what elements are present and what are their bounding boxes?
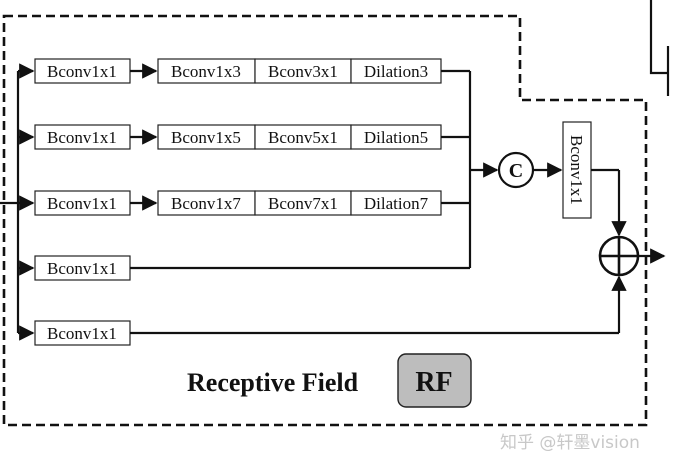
concat-label: C (509, 160, 523, 182)
fuse-bconv1x1 (562, 121, 592, 219)
branch-5-bconv1x1-label: Bconv1x1 (47, 324, 117, 343)
branch-1-dilation-label: Dilation3 (364, 62, 428, 81)
branch-2-bconv1x1 (34, 124, 131, 150)
branch-1-conv-a (157, 58, 256, 84)
branch-3-dilation-label: Dilation7 (364, 194, 429, 213)
branch-2-conv-b-label: Bconv5x1 (268, 128, 338, 147)
branch-2-conv-b (254, 124, 352, 150)
branch-5-bconv1x1 (34, 320, 131, 346)
module-badge (397, 353, 472, 408)
branch-2-conv-a-label: Bconv1x5 (171, 128, 241, 147)
branch-3-bconv1x1-label: Bconv1x1 (47, 194, 117, 213)
branch-3-conv-b (254, 190, 352, 216)
branch-3: Bconv1x1 Bconv1x7 Bconv7x1 Dilation7 (34, 190, 470, 216)
branch-2-conv-a (157, 124, 256, 150)
branch-5-shortcut: Bconv1x1 (34, 275, 627, 346)
branch-1-bconv1x1 (34, 58, 131, 84)
branch-1-conv-a-label: Bconv1x3 (171, 62, 241, 81)
module-badge-label: RF (415, 367, 452, 398)
branch-1-dilation (350, 58, 442, 84)
branch-2-dilation-label: Dilation5 (364, 128, 428, 147)
branch-3-bconv1x1 (34, 190, 131, 216)
watermark: 知乎 @轩墨vision (500, 433, 640, 453)
branch-2: Bconv1x1 Bconv1x5 Bconv5x1 Dilation5 (34, 124, 470, 150)
branch-2-bconv1x1-label: Bconv1x1 (47, 128, 117, 147)
branch-3-conv-b-label: Bconv7x1 (268, 194, 338, 213)
fuse-bconv1x1-label: Bconv1x1 (567, 135, 586, 205)
branch-4-bconv1x1-label: Bconv1x1 (47, 259, 117, 278)
branch-4-bconv1x1 (34, 255, 131, 281)
external-connector (649, 0, 668, 75)
branch-1-conv-b (254, 58, 352, 84)
add-node-plus (600, 237, 638, 275)
branch-3-conv-a (157, 190, 256, 216)
branch-1: Bconv1x1 Bconv1x3 Bconv3x1 Dilation3 (34, 58, 470, 84)
branch-4: Bconv1x1 (34, 255, 470, 281)
module-title: Receptive Field (187, 368, 359, 397)
branch-1-conv-b-label: Bconv3x1 (268, 62, 338, 81)
branch-1-bconv1x1-label: Bconv1x1 (47, 62, 117, 81)
branch-3-conv-a-label: Bconv1x7 (171, 194, 241, 213)
